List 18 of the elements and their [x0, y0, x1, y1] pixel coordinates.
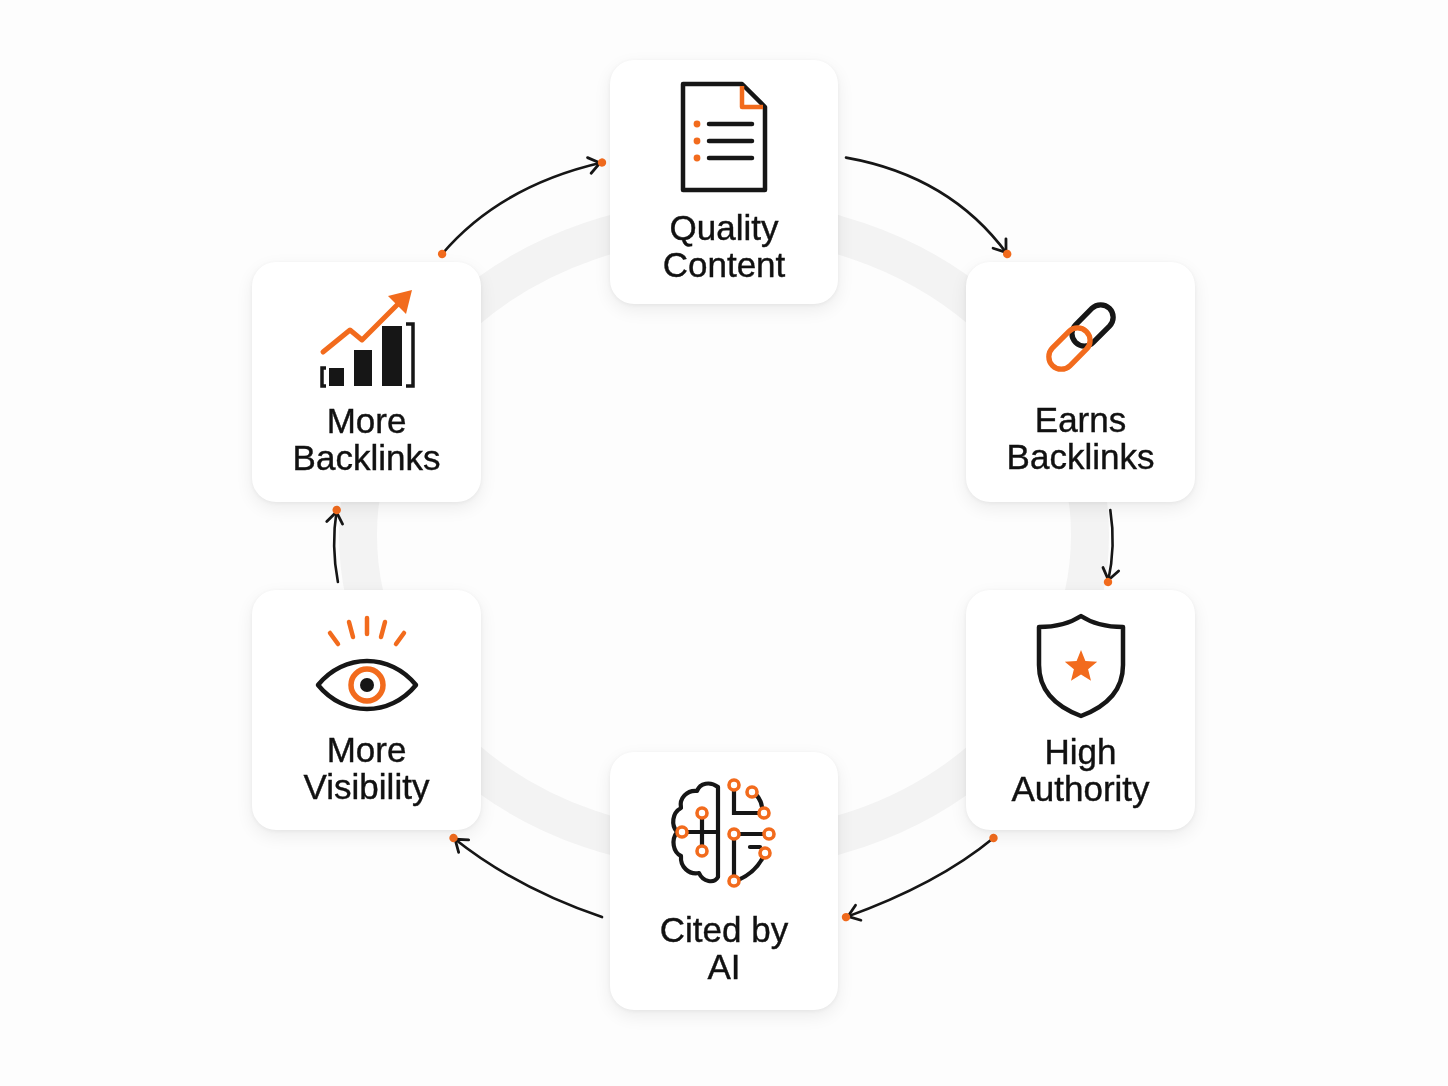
step-label: High Authority: [1010, 733, 1151, 807]
curved-arrow: [840, 833, 998, 923]
step-card: [966, 590, 1195, 830]
curved-arrow: [437, 156, 608, 259]
step-label: More Backlinks: [291, 402, 442, 476]
step-card: [966, 262, 1195, 502]
step-label: Quality Content: [661, 209, 787, 283]
step-card: [610, 60, 838, 304]
curved-arrow: [447, 832, 604, 919]
step-label: Earns Backlinks: [1005, 401, 1156, 475]
step-label: More Visibility: [302, 731, 431, 805]
step-card: [252, 590, 481, 830]
curved-arrow: [844, 156, 1013, 260]
curved-arrow: [1101, 508, 1120, 588]
step-card: [252, 262, 481, 502]
step-card: [610, 752, 838, 1010]
curved-arrow: [325, 504, 345, 584]
step-label: Cited by AI: [658, 911, 790, 985]
